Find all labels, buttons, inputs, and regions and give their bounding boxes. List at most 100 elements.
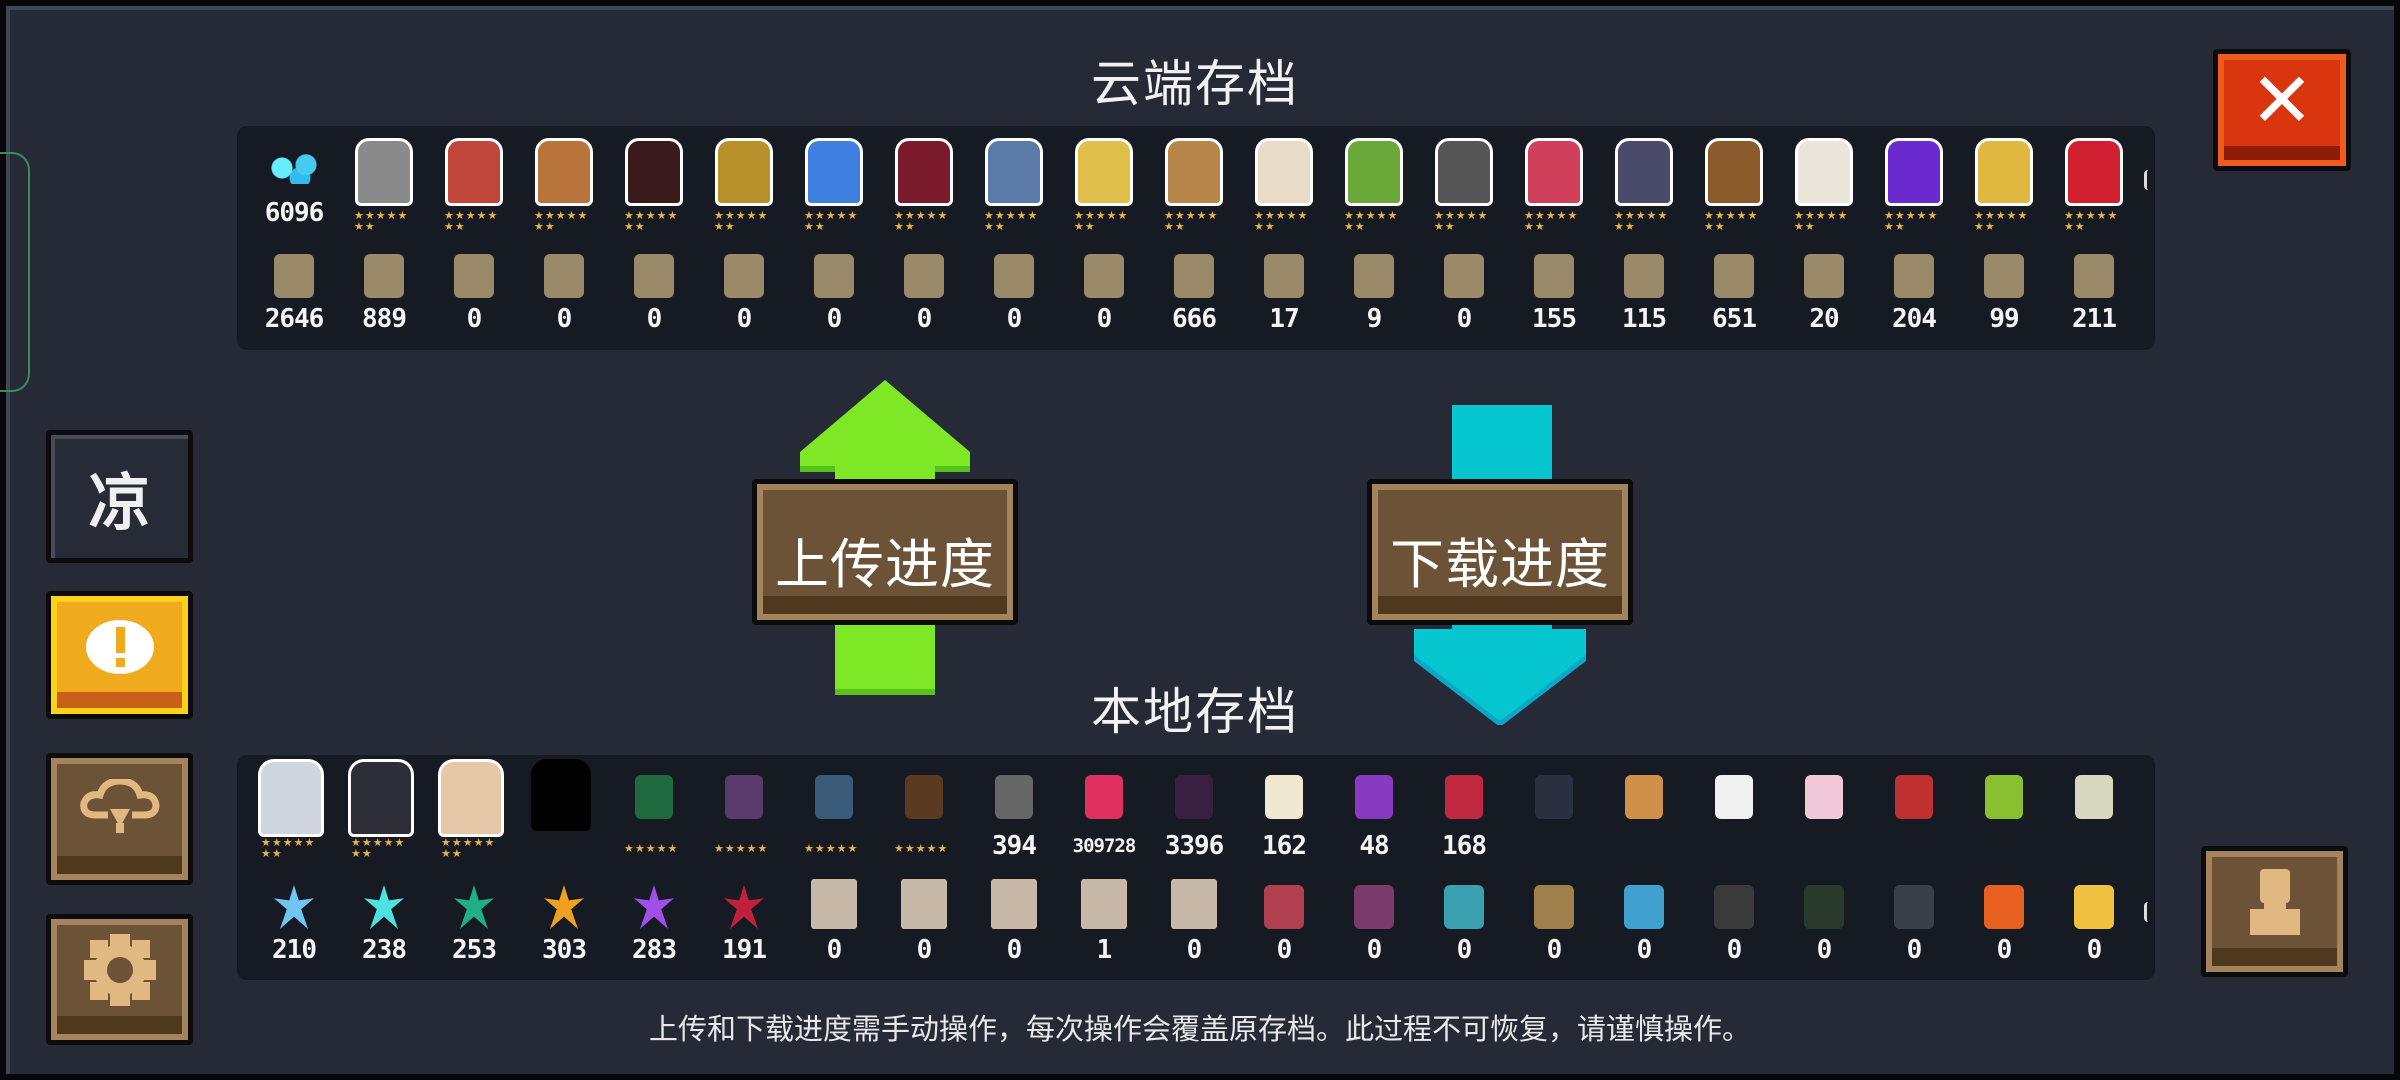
material-count: 210	[272, 935, 317, 965]
character-slot: ★★★★★★★	[1869, 126, 1959, 236]
bowl-icon	[815, 775, 853, 819]
material-count: 303	[542, 935, 587, 965]
material-count: 0	[1546, 935, 1563, 965]
material-slot: 0	[789, 236, 879, 346]
material-count: 238	[362, 935, 407, 965]
material-count: 20	[1809, 304, 1839, 334]
energy-core-icon	[904, 254, 944, 298]
witch-icon	[535, 138, 593, 206]
airbender-icon	[1975, 138, 2033, 206]
character-slot: ★★★★★★★	[1509, 126, 1599, 236]
profile-button[interactable]	[2201, 846, 2348, 977]
liang-logo-icon: 凉	[88, 465, 151, 539]
rogue-icon	[445, 138, 503, 206]
material-count: 0	[1366, 935, 1383, 965]
boss-beast-icon	[1175, 775, 1213, 819]
edge-handle[interactable]	[0, 152, 30, 392]
star-rating: ★★★★★★★	[2064, 209, 2119, 233]
material-slot: 0	[1689, 867, 1779, 977]
werewolf-icon	[1165, 138, 1223, 206]
material-count: 666	[1172, 304, 1217, 334]
orange-leaf-icon	[544, 885, 584, 929]
material-slot: 0	[1599, 867, 1689, 977]
dark-book-icon	[544, 254, 584, 298]
download-progress-label: 下载进度	[1390, 533, 1610, 596]
collectible-slot: 394	[969, 755, 1059, 865]
scroll-icon	[1081, 879, 1127, 929]
cloud-character-row: 6096★★★★★★★★★★★★★★★★★★★★★★★★★★★★★★★★★★★★…	[237, 126, 2155, 236]
material-count: 0	[916, 935, 933, 965]
material-count: 0	[1906, 935, 1923, 965]
carrot-icon	[1984, 885, 2024, 929]
material-count: 0	[1726, 935, 1743, 965]
feather-icon	[1624, 885, 1664, 929]
collectible-count: 309728	[1072, 835, 1137, 857]
vampire-icon	[895, 138, 953, 206]
material-slot: 211	[2049, 236, 2139, 346]
cloud-download-button[interactable]	[46, 753, 193, 885]
skin-slot: ★★★★★★★	[426, 755, 516, 865]
wood-fiber-icon	[274, 254, 314, 298]
white-robot-skin-icon	[258, 759, 324, 837]
panda-icon	[1715, 775, 1753, 819]
character-slot: ★★★★★★★	[879, 126, 969, 236]
black-cat-icon	[1535, 775, 1573, 819]
material-slot: 0	[1059, 236, 1149, 346]
liang-logo-button[interactable]: 凉	[46, 430, 193, 563]
material-slot: 2646	[249, 236, 339, 346]
purple-mask-icon	[1355, 775, 1393, 819]
material-slot: 0	[1239, 867, 1329, 977]
silhouette-skin-icon	[531, 759, 591, 831]
collectible-slot: 168	[1419, 755, 1509, 865]
puzzle-gold-icon	[1534, 885, 1574, 929]
collectible-count: 168	[1442, 831, 1487, 861]
collectible-slot: 309728	[1059, 755, 1149, 865]
material-slot: 0	[2049, 867, 2139, 977]
puzzle-green-icon	[1804, 885, 1844, 929]
overflow-indicator	[2144, 170, 2153, 190]
character-slot: ★★★★★★★	[1149, 126, 1239, 236]
material-count: 0	[556, 304, 573, 334]
download-progress-button[interactable]: 下载进度	[1367, 479, 1633, 625]
material-slot: 0	[609, 236, 699, 346]
person-icon	[2249, 868, 2300, 935]
material-slot: 210	[249, 867, 339, 977]
star-rating: ★★★★★★★	[714, 209, 769, 233]
star-rating: ★★★★★★★	[1254, 209, 1309, 233]
collectible-count: 394	[992, 831, 1037, 861]
upload-progress-button[interactable]: 上传进度	[752, 479, 1018, 625]
close-icon: ✕	[2250, 55, 2314, 145]
notice-button[interactable]	[46, 591, 193, 719]
knight-icon	[355, 138, 413, 206]
seed-bag-icon	[1354, 254, 1394, 298]
material-count: 155	[1532, 304, 1577, 334]
character-slot: ★★★★★★★	[429, 126, 519, 236]
collectible-slot	[1959, 755, 2049, 865]
engineer-icon	[805, 138, 863, 206]
black-hair-skin-icon	[438, 759, 504, 837]
settings-button[interactable]	[46, 914, 193, 1045]
scroll-icon	[811, 879, 857, 929]
material-slot: 0	[1959, 867, 2049, 977]
collectible-slot	[1599, 755, 1689, 865]
paper-icon	[1894, 885, 1934, 929]
collectible-slot	[1869, 755, 1959, 865]
star-rating: ★★★★★★★	[1974, 209, 2029, 233]
material-slot: 155	[1509, 236, 1599, 346]
collectible-slot	[2049, 755, 2139, 865]
red-mask-icon	[1445, 775, 1483, 819]
star-rating: ★★★★★★★	[804, 209, 859, 233]
star-rating: ★★★★★★★	[1344, 209, 1399, 233]
red-leaf-icon	[724, 885, 764, 929]
scroll-icon	[901, 879, 947, 929]
skin-slot: ★★★★★★★	[246, 755, 336, 865]
close-button[interactable]: ✕	[2213, 49, 2351, 171]
material-count: 0	[736, 304, 753, 334]
character-slot: ★★★★★★★	[969, 126, 1059, 236]
star-rating: ★★★★★	[624, 842, 679, 855]
material-count: 17	[1269, 304, 1299, 334]
gem-slot: 6096	[249, 126, 339, 236]
priest-icon	[1255, 138, 1313, 206]
material-slot: 0	[1149, 867, 1239, 977]
